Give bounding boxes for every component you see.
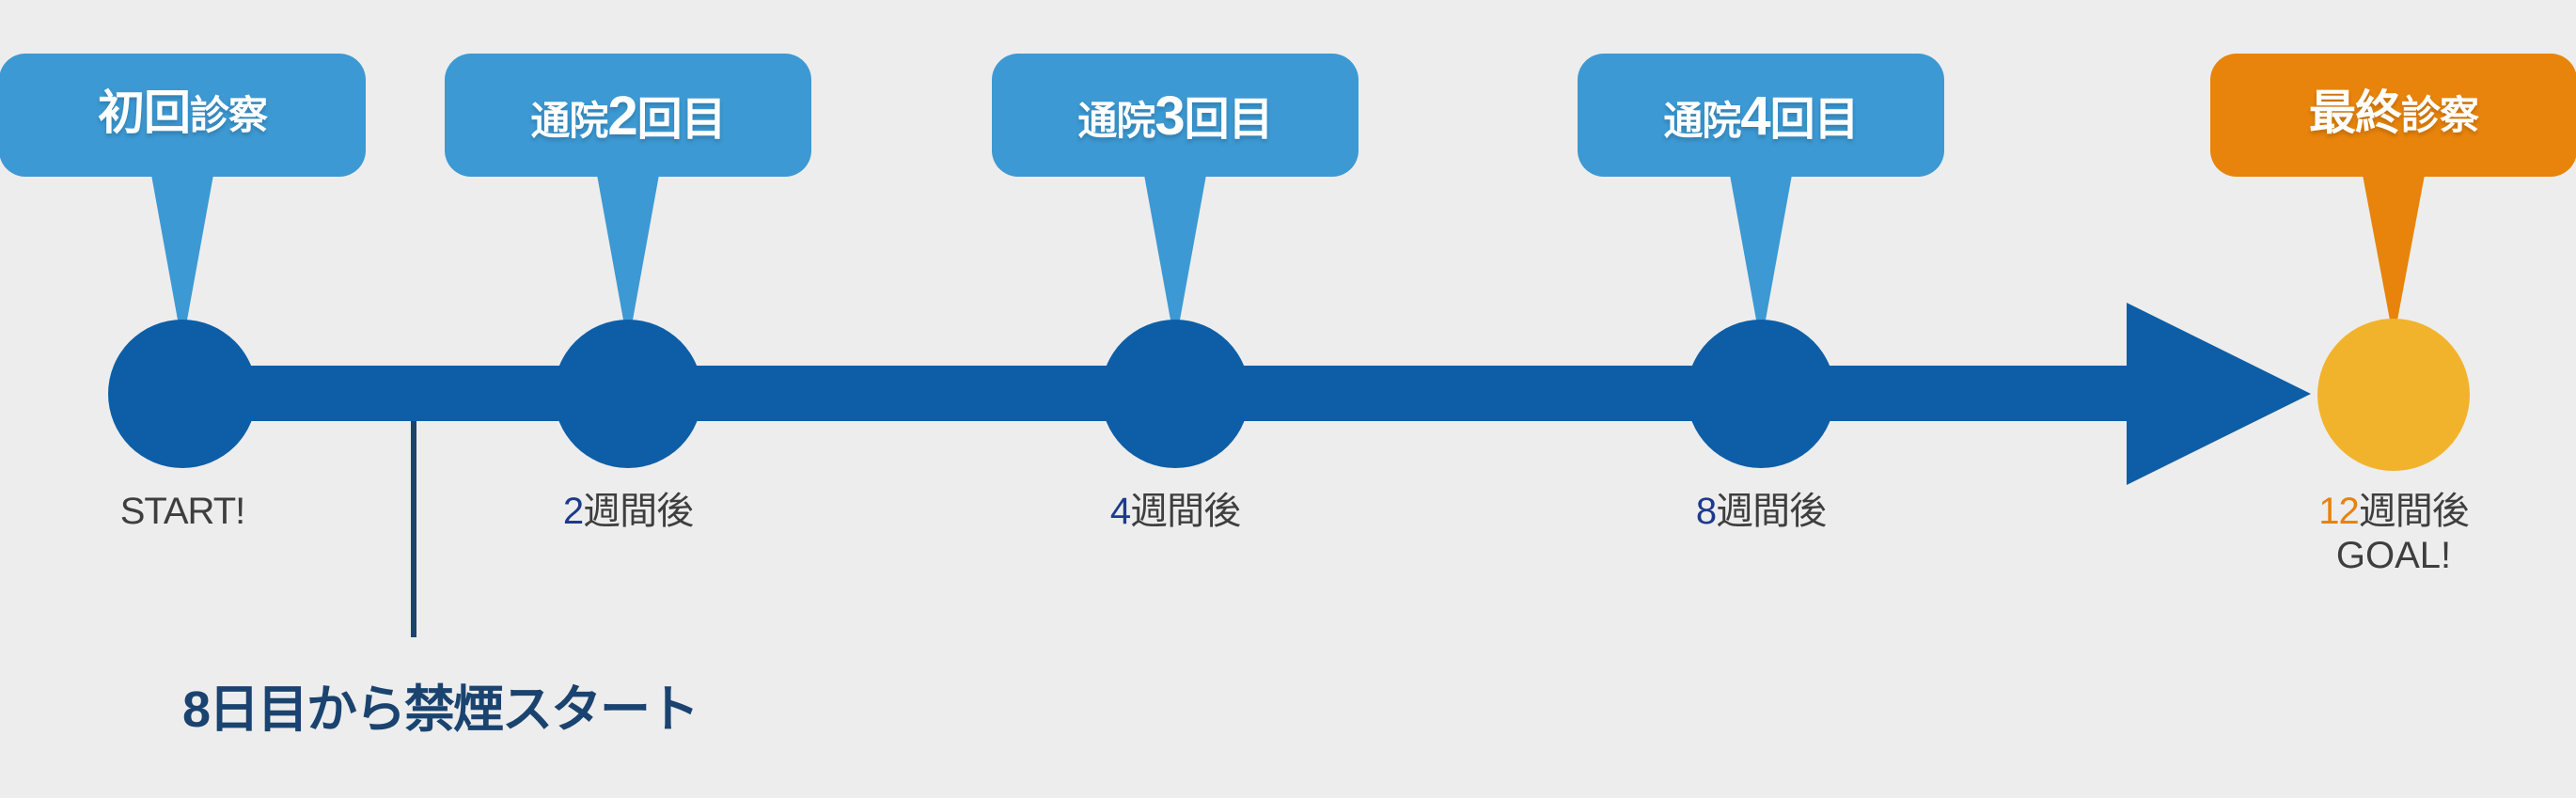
annotation-text: 8日目から禁煙スタート	[182, 681, 699, 738]
bubble-label-segment: 回目	[1184, 95, 1274, 145]
bubble-label-segment: 初回	[97, 86, 191, 139]
milestone-caption: 12週間後 GOAL!	[2318, 490, 2470, 578]
caption-number: 4	[1109, 491, 1131, 532]
caption-text: 週間後	[1716, 491, 1827, 532]
bubble-label-segment: 回目	[1769, 95, 1860, 145]
annotation-connector-line	[411, 421, 416, 637]
caption-line2: GOAL!	[2335, 535, 2452, 577]
caption-line1: 2週間後	[562, 490, 694, 534]
bubble-label-segment: 通院	[530, 99, 608, 143]
bubble-label-segment: 通院	[1663, 99, 1741, 143]
bubble-label-segment: 2	[607, 86, 637, 147]
milestone-dot-icon	[1101, 320, 1249, 468]
milestone-dot-icon	[1687, 320, 1835, 468]
caption-number: 2	[562, 491, 584, 532]
caption-text: 週間後	[583, 491, 694, 532]
bubble-label-segment: 診察	[189, 93, 268, 137]
caption-number: 8	[1695, 491, 1717, 532]
caption-number: 12	[2318, 491, 2359, 532]
caption-line1: START!	[119, 490, 246, 534]
bubble-label-segment: 最終	[2308, 86, 2402, 139]
milestone-caption: 8週間後	[1695, 490, 1827, 534]
milestone-dot-icon	[2317, 319, 2470, 471]
caption-line1: 4週間後	[1109, 490, 1241, 534]
milestone-caption: 2週間後	[562, 490, 694, 534]
bubble-label-segment: 通院	[1077, 99, 1155, 143]
caption-text: START!	[119, 491, 246, 532]
milestone-bubble: 初回診察	[0, 54, 366, 177]
bubble-label-segment: 診察	[2400, 93, 2479, 137]
bubble-tail-icon	[2363, 175, 2425, 340]
caption-text: 週間後	[2358, 491, 2470, 532]
timeline-arrowhead-icon	[2127, 303, 2311, 485]
caption-text: 週間後	[1130, 491, 1241, 532]
caption-line1: 8週間後	[1695, 490, 1827, 534]
bubble-label-segment: 3	[1154, 86, 1185, 147]
milestone-bubble: 最終診察	[2210, 54, 2576, 177]
bubble-label-segment: 4	[1740, 86, 1770, 147]
bubble-label-segment: 回目	[636, 95, 727, 145]
milestone-caption: START!	[119, 490, 246, 534]
caption-line1: 12週間後	[2318, 490, 2470, 534]
milestone-dot-icon	[108, 320, 257, 468]
milestone-caption: 4週間後	[1109, 490, 1241, 534]
milestone-dot-icon	[554, 320, 702, 468]
